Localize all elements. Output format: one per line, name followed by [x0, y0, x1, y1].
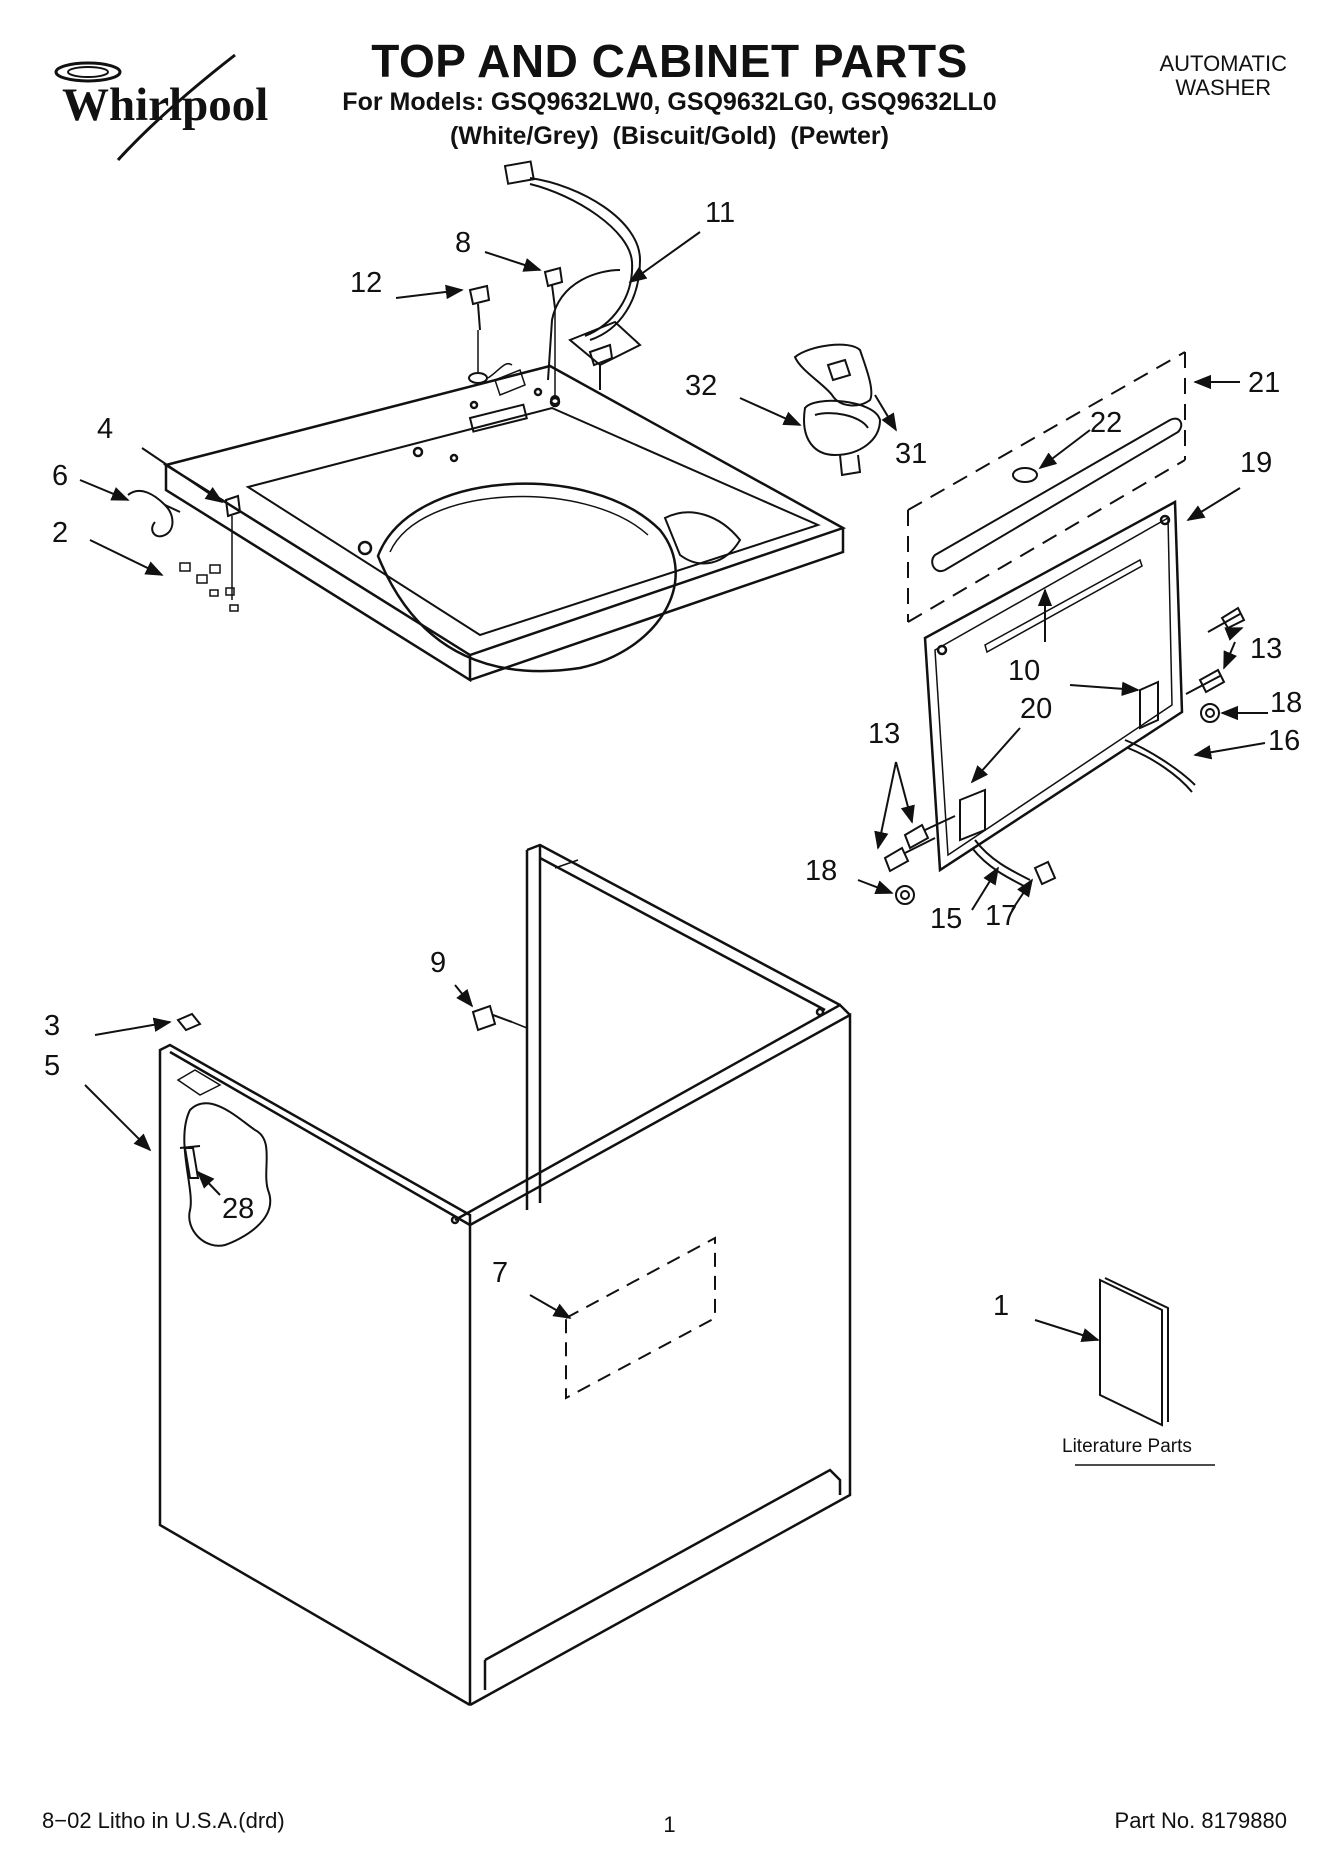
lid-handle-trim [931, 417, 1183, 573]
screw-8 [543, 266, 564, 405]
callout-2: 2 [52, 517, 68, 549]
model-list: For Models: GSQ9632LW0, GSQ9632LG0, GSQ9… [342, 88, 997, 116]
page-title: TOP AND CABINET PARTS [371, 35, 968, 87]
callout-12: 12 [350, 267, 382, 299]
clip-6 [127, 489, 181, 538]
litho-note: 8−02 Litho in U.S.A.(drd) [42, 1808, 285, 1833]
clip-4 [224, 494, 242, 600]
lid [923, 499, 1184, 873]
callout-18-right: 18 [1270, 687, 1302, 719]
lid-frame-dashed [907, 351, 1186, 623]
callout-4: 4 [97, 413, 113, 445]
appliance-line-1: AUTOMATIC [1159, 51, 1287, 76]
lid-switch-harness [503, 160, 642, 390]
callout-32: 32 [685, 370, 717, 402]
brand-wordmark: Whirlpool [62, 79, 268, 131]
appliance-type: AUTOMATIC WASHER [1159, 52, 1287, 100]
page-number: 1 [663, 1812, 676, 1837]
whirlpool-logo: Whirlpool [54, 53, 268, 162]
callout-21: 21 [1248, 367, 1280, 399]
callout-9: 9 [430, 947, 446, 979]
screw-12 [468, 284, 513, 384]
part-number: Part No. 8179880 [1114, 1808, 1287, 1833]
callout-numbers: 1 2 3 4 5 6 7 8 9 10 11 12 13 13 15 16 1… [44, 197, 1302, 1457]
cabinet [158, 843, 852, 1707]
label-area-dashed [565, 1236, 716, 1400]
callout-8: 8 [455, 227, 471, 259]
callout-19: 19 [1240, 447, 1272, 479]
lid-fasteners [883, 606, 1246, 905]
literature-booklet [1075, 1277, 1215, 1466]
top-panel [162, 364, 847, 683]
leader-lines [79, 231, 1268, 1342]
callout-5: 5 [44, 1050, 60, 1082]
appliance-line-2: WASHER [1175, 75, 1272, 100]
callout-17: 17 [985, 900, 1017, 932]
callout-11: 11 [705, 197, 735, 229]
callout-6: 6 [52, 460, 68, 492]
callout-10: 10 [1008, 655, 1040, 687]
literature-parts-label: Literature Parts [1062, 1436, 1192, 1457]
screw-9 [471, 1004, 528, 1032]
dispenser-cups [793, 343, 882, 477]
callout-16: 16 [1268, 725, 1300, 757]
callout-31: 31 [895, 438, 927, 470]
callout-18-left: 18 [805, 855, 837, 887]
callout-7: 7 [492, 1257, 508, 1289]
callout-22: 22 [1090, 407, 1122, 439]
callout-13-right: 13 [1250, 633, 1282, 665]
callout-3: 3 [44, 1010, 60, 1042]
callout-28: 28 [222, 1193, 254, 1225]
callout-1: 1 [993, 1290, 1009, 1322]
color-variants: (White/Grey) (Biscuit/Gold) (Pewter) [450, 122, 889, 150]
clip-3 [176, 1012, 202, 1032]
callout-15: 15 [930, 903, 962, 935]
callout-13-left: 13 [868, 718, 900, 750]
callout-20: 20 [1020, 693, 1052, 725]
